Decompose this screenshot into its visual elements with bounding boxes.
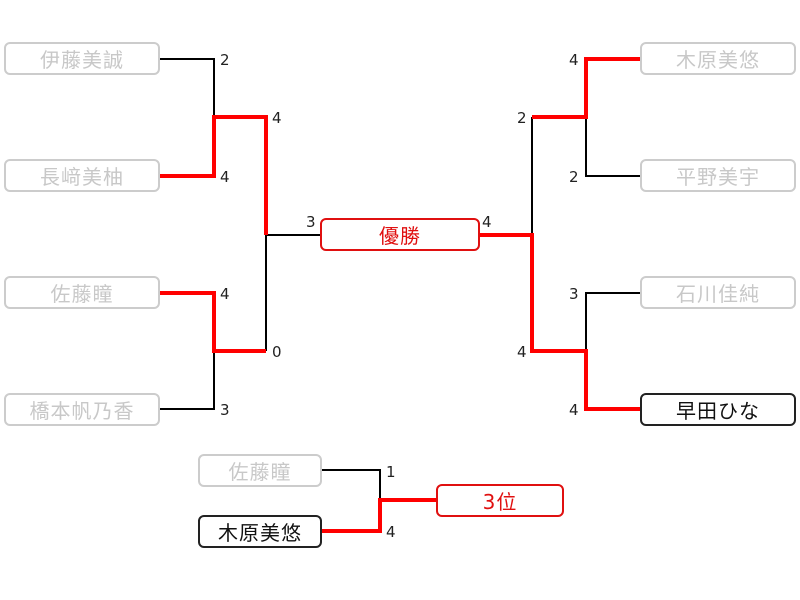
score-kihara: 4	[569, 51, 579, 69]
line-hashimoto	[160, 351, 215, 410]
score-final-right: 4	[482, 213, 492, 231]
third-place-label: 3位	[482, 490, 518, 514]
player-name: 早田ひな	[676, 399, 760, 423]
score-third-a: 1	[386, 463, 396, 481]
third-place-box-b: 木原美悠	[198, 515, 322, 548]
score-hashimoto: 3	[220, 401, 230, 419]
player-box-itou: 伊藤美誠	[4, 42, 160, 75]
line-hirano	[585, 117, 640, 177]
player-name: 木原美悠	[218, 521, 302, 545]
win-line-third-b	[322, 498, 436, 533]
score-hayata: 4	[569, 401, 579, 419]
score-sato: 4	[220, 285, 230, 303]
line-ishikawa	[585, 292, 640, 351]
player-name: 橋本帆乃香	[29, 399, 135, 423]
player-box-hayata: 早田ひな	[640, 393, 796, 426]
score-left-semi-top: 4	[272, 109, 282, 127]
score-third-b: 4	[386, 523, 396, 541]
score-right-semi-bottom: 4	[517, 343, 527, 361]
player-name: 佐藤瞳	[50, 282, 114, 306]
player-box-hirano: 平野美宇	[640, 159, 796, 192]
score-right-semi-top: 2	[517, 109, 527, 127]
player-name: 伊藤美誠	[40, 48, 124, 72]
third-place-box-a: 佐藤瞳	[198, 454, 322, 487]
win-line-hayata	[480, 233, 640, 411]
score-ishikawa: 3	[569, 285, 579, 303]
score-itou: 2	[220, 51, 230, 69]
line-third-a	[322, 469, 381, 500]
champion-label: 優勝	[379, 224, 421, 248]
win-line-nagasaki	[160, 115, 268, 235]
player-box-nagasaki: 長﨑美柚	[4, 159, 160, 192]
player-box-sato: 佐藤瞳	[4, 276, 160, 309]
score-hirano: 2	[569, 168, 579, 186]
champion-box: 優勝	[320, 218, 480, 251]
player-name: 石川佳純	[676, 282, 760, 306]
third-place-title-box: 3位	[436, 484, 564, 517]
win-line-kihara	[532, 57, 640, 119]
score-nagasaki: 4	[220, 168, 230, 186]
player-name: 佐藤瞳	[228, 460, 292, 484]
player-name: 木原美悠	[676, 48, 760, 72]
player-box-ishikawa: 石川佳純	[640, 276, 796, 309]
score-left-semi-bottom: 0	[272, 343, 282, 361]
player-box-hashimoto: 橋本帆乃香	[4, 393, 160, 426]
win-line-sato	[160, 291, 266, 353]
score-final-left: 3	[306, 213, 316, 231]
player-name: 平野美宇	[676, 165, 760, 189]
player-box-kihara: 木原美悠	[640, 42, 796, 75]
player-name: 長﨑美柚	[40, 165, 124, 189]
line-itou	[160, 58, 215, 117]
